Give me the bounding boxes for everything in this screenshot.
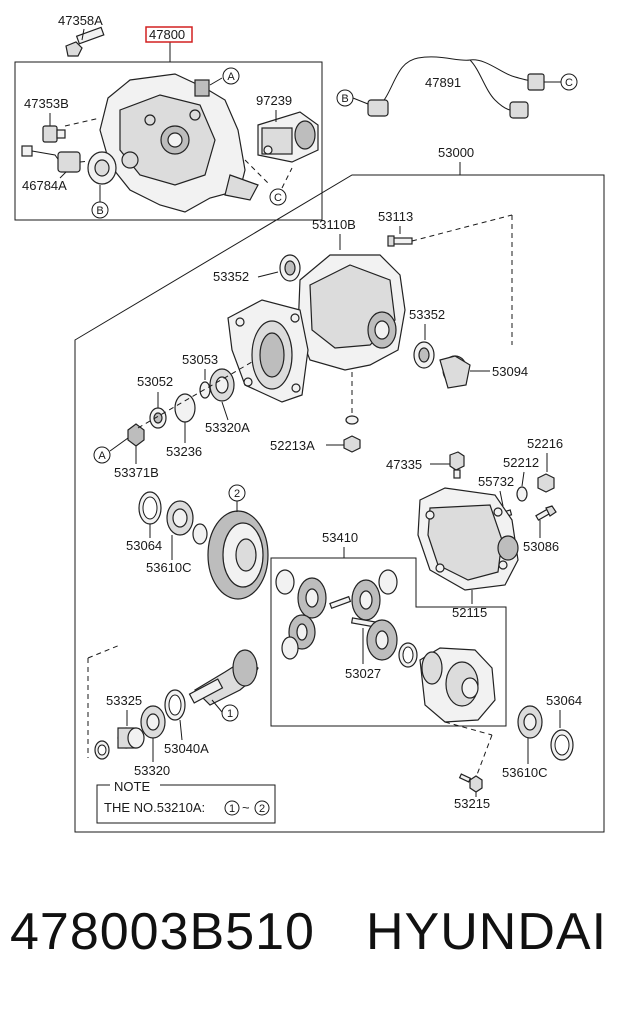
brand-name: HYUNDAI — [366, 903, 608, 961]
label-53410: 53410 — [322, 530, 358, 545]
highlight-box — [145, 26, 193, 43]
diff-gears — [275, 569, 418, 668]
diff-case — [419, 647, 496, 723]
parts-diagram: 47800 47358A A 47353B 46784A — [14, 13, 605, 833]
bolt-47358A — [65, 26, 105, 57]
svg-text:2: 2 — [259, 803, 265, 815]
plug-52213A — [343, 435, 361, 453]
label-47358A: 47358A — [58, 13, 103, 28]
svg-text:1: 1 — [229, 803, 235, 815]
callout-C-top — [269, 188, 287, 206]
svg-text:1: 1 — [227, 708, 233, 720]
svg-text:C: C — [565, 77, 573, 89]
actuator-97239 — [257, 111, 319, 163]
top-assembly-frame — [14, 61, 323, 221]
washer-52212 — [516, 486, 528, 502]
harness-47891 — [367, 56, 545, 119]
label-46784A: 46784A — [22, 178, 67, 193]
bolt-53215 — [458, 773, 483, 793]
svg-text:B: B — [341, 93, 348, 105]
housing-top — [99, 73, 259, 213]
label-53110B: 53110B — [312, 217, 356, 232]
note-text: THE NO.53210A: — [104, 800, 205, 815]
label-53610C-left: 53610C — [146, 560, 192, 575]
label-53215: 53215 — [454, 796, 490, 811]
label-53320A: 53320A — [205, 420, 250, 435]
ring-gear — [207, 510, 269, 600]
label-53094: 53094 — [492, 364, 528, 379]
callout-1 — [221, 704, 239, 722]
label-53000: 53000 — [438, 145, 474, 160]
label-53610C-right: 53610C — [502, 765, 548, 780]
plug-47335 — [449, 451, 465, 479]
housing-53110B — [227, 254, 406, 403]
part-number: 478003B510 — [10, 903, 315, 961]
label-53086: 53086 — [523, 539, 559, 554]
label-53371B: 53371B — [114, 465, 159, 480]
note-title: NOTE — [114, 779, 150, 794]
svg-text:A: A — [98, 450, 106, 462]
label-53052: 53052 — [137, 374, 173, 389]
svg-text:B: B — [96, 205, 103, 217]
label-53320: 53320 — [134, 763, 170, 778]
label-97239: 97239 — [256, 93, 292, 108]
label-53325: 53325 — [106, 693, 142, 708]
label-53040A: 53040A — [164, 741, 209, 756]
connector-46784A — [21, 145, 81, 173]
label-53113: 53113 — [378, 209, 413, 224]
diff-gear-box — [270, 557, 507, 727]
label-47800: 47800 — [149, 27, 185, 42]
drive-pinion — [188, 649, 259, 706]
callout-A-top — [222, 67, 240, 85]
plug-52216 — [537, 473, 555, 493]
svg-text:C: C — [274, 192, 282, 204]
label-53236: 53236 — [166, 444, 202, 459]
flange-53094 — [439, 355, 471, 389]
bolt-53086 — [535, 505, 557, 521]
label-52213A: 52213A — [270, 438, 315, 453]
label-47891: 47891 — [425, 75, 461, 90]
label-53064-left: 53064 — [126, 538, 162, 553]
sensor-47353B — [42, 125, 66, 143]
label-55732: 55732 — [478, 474, 514, 489]
nut-53371B — [127, 423, 145, 447]
svg-text:2: 2 — [234, 488, 240, 500]
label-52212: 52212 — [503, 455, 539, 470]
label-47335: 47335 — [386, 457, 422, 472]
bolt-53113 — [387, 235, 413, 247]
cover-52115 — [417, 487, 519, 591]
label-53053: 53053 — [182, 352, 218, 367]
label-53064-right: 53064 — [546, 693, 582, 708]
svg-text:~: ~ — [242, 800, 250, 815]
label-53352-left: 53352 — [213, 269, 249, 284]
label-52216: 52216 — [527, 436, 563, 451]
callout-A-main — [93, 446, 111, 464]
note-box: NOTE THE NO.53210A: 1 ~ 2 — [96, 779, 276, 824]
label-52115: 52115 — [452, 605, 487, 620]
spacer-53236 — [174, 393, 196, 423]
spacer-53325 — [117, 727, 145, 749]
svg-text:A: A — [227, 71, 235, 83]
main-assembly-frame — [74, 174, 605, 833]
flange-part — [87, 151, 117, 185]
label-53352-right: 53352 — [409, 307, 445, 322]
label-47353B: 47353B — [24, 96, 69, 111]
label-53027: 53027 — [345, 666, 381, 681]
